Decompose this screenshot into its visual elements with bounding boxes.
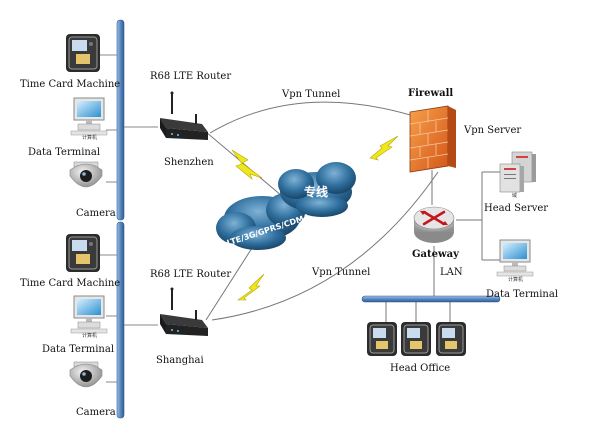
firewall-icon	[409, 105, 456, 173]
lan-label: LAN	[440, 267, 463, 278]
hq-links	[385, 170, 500, 322]
data-terminal-label: Data Terminal	[42, 344, 115, 355]
lightning-icon	[369, 135, 399, 161]
monitor-caption: 计算机	[508, 277, 524, 283]
bus-connectors	[98, 54, 158, 383]
branch-bus-shenzhen	[116, 19, 125, 221]
private-line-label: 专线	[304, 185, 329, 199]
computer-icon	[70, 295, 108, 334]
time-card-machine-icon	[66, 34, 100, 72]
server-icon	[499, 151, 536, 193]
camera-icon	[69, 161, 103, 188]
private-line-cloud	[278, 162, 356, 217]
lan-bus	[361, 295, 501, 303]
time-card-machine-label: Time Card Machine	[20, 278, 121, 289]
time-card-machine-icon	[66, 234, 100, 272]
firewall-label: Firewall	[408, 88, 454, 99]
time-card-machine-label: Time Card Machine	[20, 79, 121, 90]
camera-label: Camera	[76, 208, 116, 219]
time-card-machine-icon	[401, 322, 431, 356]
lightning-icon	[237, 273, 265, 301]
router-cloud-link-top	[205, 131, 283, 197]
vpn-tunnel-bottom-line	[211, 171, 439, 321]
city-label-shenzhen: Shenzhen	[164, 157, 214, 168]
camera-icon	[69, 361, 103, 388]
city-label-shanghai: Shanghai	[156, 355, 204, 366]
vpn-tunnel-top-line	[209, 101, 421, 134]
router-label: R68 LTE Router	[150, 71, 232, 82]
head-office-label: Head Office	[390, 363, 451, 374]
server-caption: 域	[512, 193, 518, 199]
monitor-caption: 计算机	[82, 135, 98, 141]
router-icon	[160, 287, 208, 336]
router-label: R68 LTE Router	[150, 269, 232, 280]
head-server-label: Head Server	[484, 203, 549, 214]
data-terminal-label: Data Terminal	[486, 289, 559, 300]
router-icon	[160, 91, 208, 140]
vpn-tunnel-label-bottom: Vpn Tunnel	[312, 267, 371, 278]
vpn-tunnel-label-top: Vpn Tunnel	[282, 89, 341, 100]
vpn-server-label: Vpn Server	[464, 125, 522, 136]
lightning-icon	[231, 149, 263, 180]
computer-icon	[70, 97, 108, 136]
gateway-icon	[413, 206, 455, 243]
data-terminal-label: Data Terminal	[28, 147, 101, 158]
network-cloud	[216, 193, 306, 250]
gateway-label: Gateway	[412, 249, 459, 260]
computer-icon	[496, 239, 534, 277]
time-card-machine-icon	[436, 322, 466, 356]
camera-label: Camera	[76, 407, 116, 418]
time-card-machine-icon	[367, 322, 397, 356]
router-cloud-link-bottom	[205, 247, 253, 321]
branch-bus-shanghai	[116, 221, 125, 419]
monitor-caption: 计算机	[82, 333, 98, 339]
